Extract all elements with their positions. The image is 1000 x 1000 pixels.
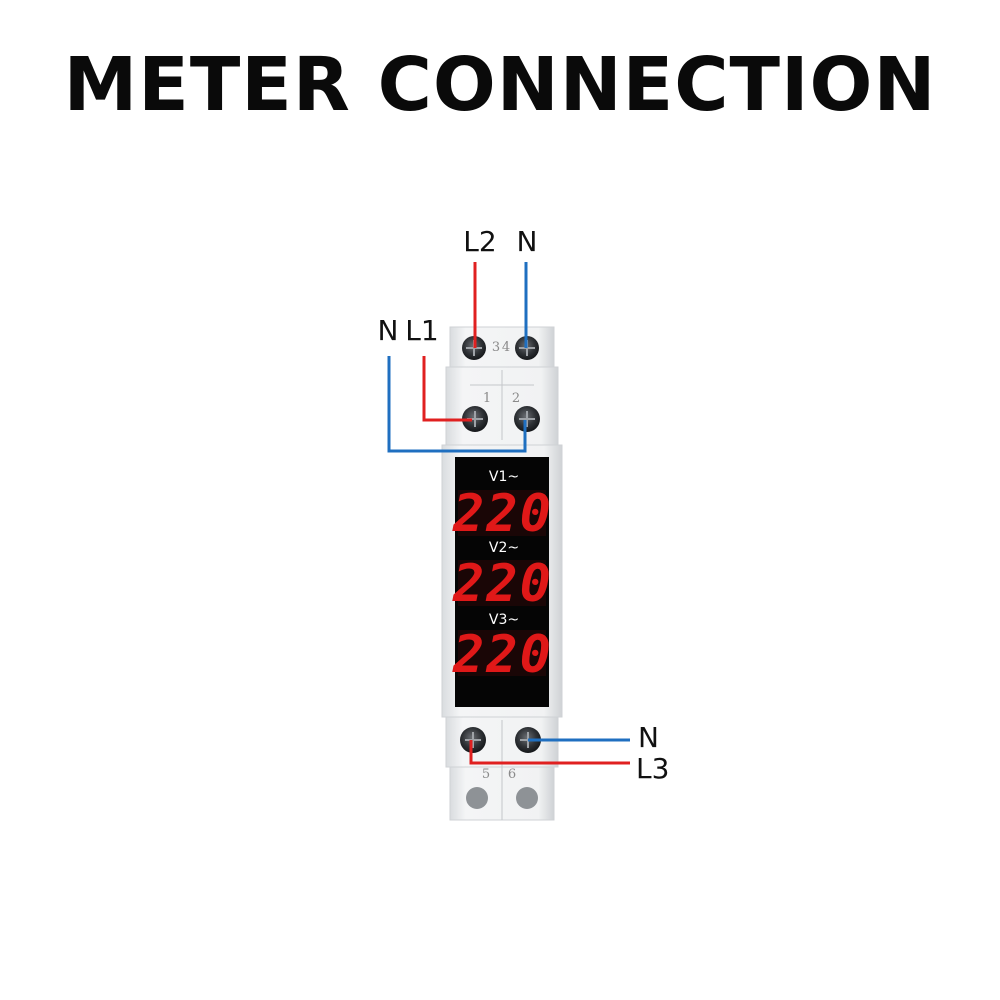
label-n-bottom: N	[638, 721, 659, 754]
display-panel: V1~ 220 V2~ 220 V3~ 220	[452, 457, 553, 707]
wire-l1	[422, 356, 472, 422]
display-label-v1: V1~	[489, 469, 519, 485]
wire-n-left	[387, 356, 527, 453]
terminal-number-6: 6	[508, 767, 516, 782]
page-title: METER CONNECTION	[63, 42, 937, 128]
display-label-v3: V3~	[489, 612, 519, 628]
terminal-number-4: 4	[502, 340, 510, 355]
terminal-number-1: 1	[483, 391, 491, 406]
bottom-left-hole	[466, 787, 488, 809]
display-value-v1: 220	[452, 484, 553, 544]
terminal-number-3: 3	[492, 340, 500, 355]
terminal-number-2: 2	[512, 391, 520, 406]
label-n-left: N	[378, 314, 399, 347]
label-l2: L2	[463, 225, 496, 258]
bottom-right-hole	[516, 787, 538, 809]
display-value-v2: 220	[452, 554, 553, 614]
display-label-v2: V2~	[489, 540, 519, 556]
screw-terminal-5	[460, 727, 486, 753]
label-l1: L1	[405, 314, 438, 347]
terminal-number-5: 5	[482, 767, 490, 782]
screw-terminal-2	[514, 406, 540, 432]
label-l3: L3	[636, 752, 669, 785]
display-value-v3: 220	[452, 625, 553, 685]
label-n-top: N	[517, 225, 538, 258]
wire-l3	[469, 740, 630, 765]
